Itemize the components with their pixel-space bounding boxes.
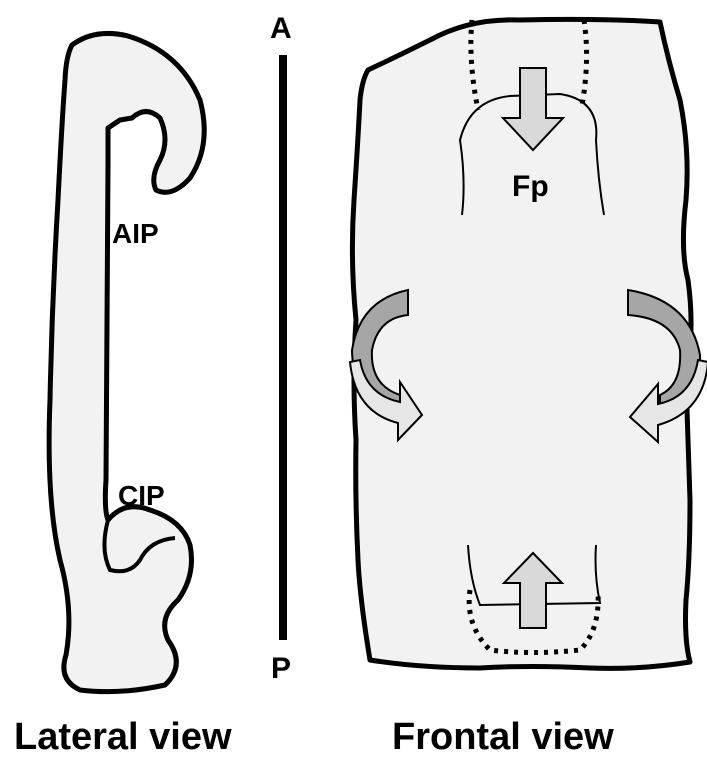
- posterior-label: P: [271, 654, 291, 684]
- lateral-embryo-outline: [49, 33, 204, 691]
- anterior-label: A: [270, 14, 292, 44]
- fp-label: Fp: [512, 172, 549, 202]
- aip-label: AIP: [112, 220, 159, 248]
- lateral-view-caption: Lateral view: [14, 718, 232, 756]
- cip-label: CIP: [118, 482, 165, 510]
- frontal-view-caption: Frontal view: [392, 718, 614, 756]
